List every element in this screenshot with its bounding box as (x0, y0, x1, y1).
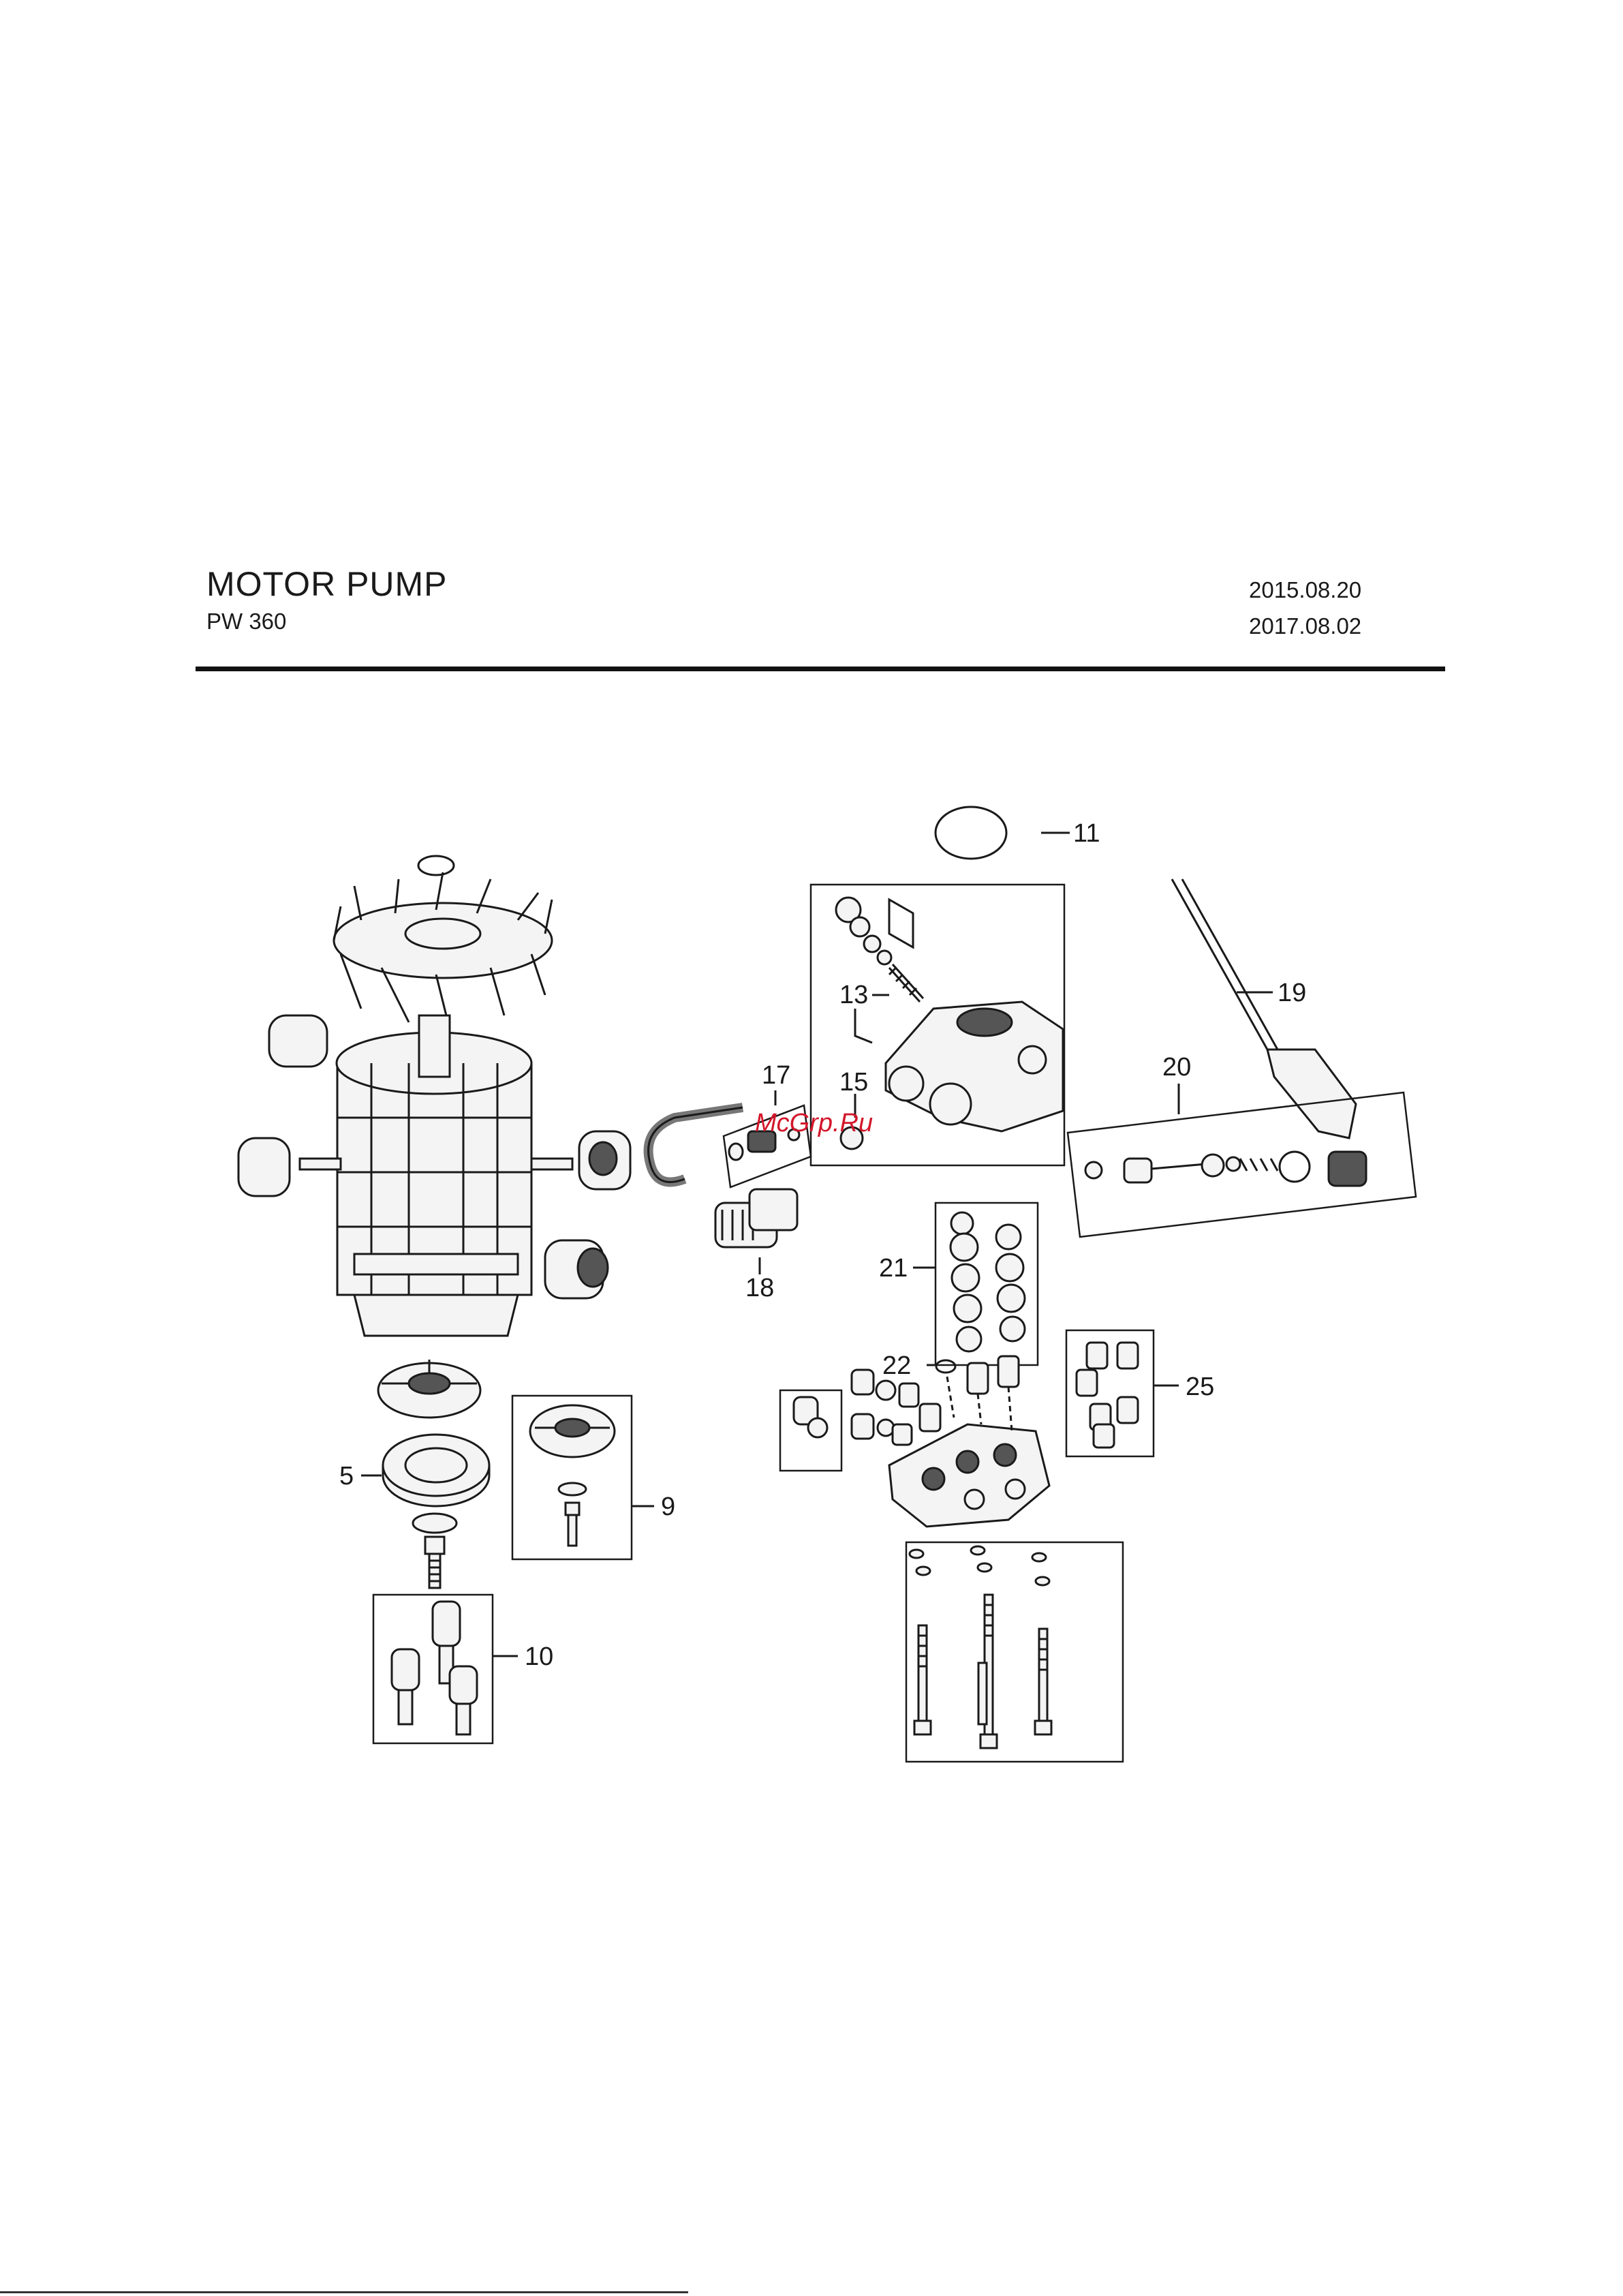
seal-kit-box-21 (913, 1203, 1038, 1365)
o-ring-part (936, 807, 1006, 859)
check-valve-box (780, 1390, 841, 1471)
callout-13: 13 (839, 981, 868, 1009)
pump-manifold-part (852, 1356, 1049, 1527)
callout-22: 22 (882, 1351, 911, 1380)
callout-9: 9 (661, 1493, 675, 1521)
callout-20: 19 (1278, 979, 1306, 1007)
valve-kit-box-25 (1066, 1330, 1179, 1456)
kit-box-10 (373, 1595, 518, 1743)
callout-17: 18 (745, 1274, 774, 1302)
valve-kit-box-19 (1068, 1084, 1416, 1237)
bolt-kit-box (906, 1542, 1123, 1762)
washer-22-part (936, 1360, 955, 1373)
pump-assembly: 11 13 15 (649, 807, 1416, 1762)
callout-15: 15 (839, 1068, 868, 1097)
inlet-fitting-part (715, 1189, 797, 1274)
pressure-switch-part (1172, 879, 1356, 1138)
footer-rule (0, 2291, 688, 2293)
callout-18: 17 (762, 1061, 790, 1090)
motor-body-part (300, 1015, 572, 1336)
motor-assembly: 5 9 10 (238, 856, 675, 1743)
callout-5: 5 (339, 1462, 354, 1490)
callout-21: 21 (879, 1254, 908, 1283)
screw-part (425, 1537, 444, 1588)
callout-25: 25 (1186, 1373, 1214, 1401)
callout-11: 11 (1073, 819, 1100, 848)
bearing-part (383, 1435, 489, 1506)
watermark: McGrp.Ru (755, 1109, 873, 1137)
kit-box-9 (512, 1396, 654, 1559)
callout-10: 10 (525, 1642, 553, 1671)
callout-19: 20 (1162, 1053, 1191, 1082)
washer-part (413, 1514, 457, 1533)
wobble-plate-part (378, 1360, 480, 1418)
cooling-fan-part (334, 872, 552, 1029)
snap-ring-part (418, 856, 454, 875)
